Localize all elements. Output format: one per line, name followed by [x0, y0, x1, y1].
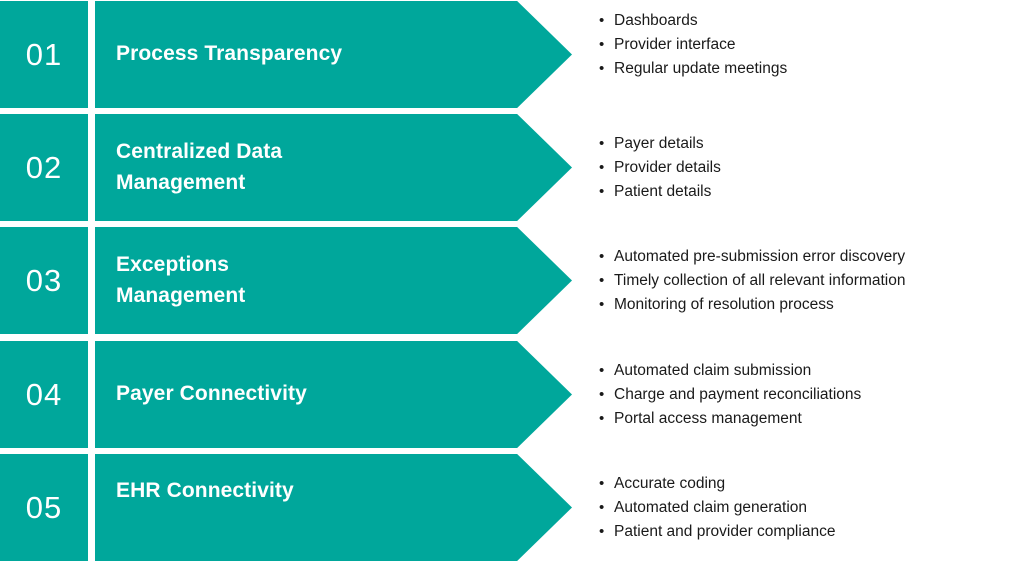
step-detail-bullet-item: Patient details [599, 180, 1012, 204]
step-detail-bullet-item: Patient and provider compliance [599, 520, 1012, 544]
process-step-row[interactable]: 01 Process Transparency DashboardsProvider… [0, 1, 1024, 108]
step-title-label: EHR Connectivity [95, 454, 294, 506]
step-detail-bullet-item: Automated claim generation [599, 496, 1012, 520]
step-title-line: Payer Connectivity [116, 382, 307, 406]
step-number-block: 05 [0, 454, 88, 561]
step-detail-bullet-item: Automated claim submission [599, 359, 1012, 383]
step-detail-bullet-item: Automated pre-submission error discovery [599, 245, 1012, 269]
step-detail-bullet-list: Automated claim submissionCharge and pay… [592, 359, 1012, 431]
step-detail-list: Automated pre-submission error discovery… [592, 227, 1012, 334]
step-detail-list: DashboardsProvider interfaceRegular upda… [592, 1, 1012, 116]
step-number-label: 03 [25, 263, 63, 298]
step-detail-bullet-item: Portal access management [599, 407, 1012, 431]
step-number-label: 05 [25, 490, 63, 525]
step-detail-bullet-item: Dashboards [599, 9, 1012, 33]
step-title-chevron[interactable]: Process Transparency [95, 1, 572, 108]
step-detail-bullet-item: Charge and payment reconciliations [599, 383, 1012, 407]
step-detail-list: Payer detailsProvider detailsPatient det… [592, 114, 1012, 221]
step-title-line: Centralized Data [116, 140, 283, 164]
step-detail-bullet-item: Regular update meetings [599, 57, 1012, 81]
step-title-line: Management [116, 283, 246, 307]
step-title-chevron[interactable]: Payer Connectivity [95, 341, 572, 448]
step-title-chevron[interactable]: EHR Connectivity [95, 454, 572, 561]
step-detail-bullet-item: Timely collection of all relevant inform… [599, 269, 1012, 293]
step-title-label: Process Transparency [95, 39, 342, 69]
step-title-line: Management [116, 170, 246, 194]
step-detail-bullet-item: Provider interface [599, 33, 1012, 57]
step-number-label: 01 [25, 37, 63, 72]
step-number-label: 04 [25, 377, 63, 412]
step-number-label: 02 [25, 150, 63, 185]
step-detail-list: Automated claim submissionCharge and pay… [592, 341, 1012, 448]
step-detail-bullet-list: Payer detailsProvider detailsPatient det… [592, 132, 1012, 204]
step-detail-bullet-list: DashboardsProvider interfaceRegular upda… [592, 9, 1012, 81]
step-number-block: 01 [0, 1, 88, 108]
step-number-block: 02 [0, 114, 88, 221]
step-detail-bullet-list: Automated pre-submission error discovery… [592, 245, 1012, 317]
step-detail-bullet-item: Payer details [599, 132, 1012, 156]
step-number-block: 03 [0, 227, 88, 334]
step-number-block: 04 [0, 341, 88, 448]
step-detail-bullet-item: Monitoring of resolution process [599, 293, 1012, 317]
process-step-row[interactable]: 04 Payer Connectivity Automated claim subm… [0, 341, 1024, 448]
process-step-row[interactable]: 05 EHR Connectivity Accurate codingAutomat… [0, 454, 1024, 561]
step-detail-bullet-list: Accurate codingAutomated claim generatio… [592, 472, 1012, 544]
step-detail-bullet-item: Provider details [599, 156, 1012, 180]
step-title-label: Payer Connectivity [95, 379, 307, 409]
step-title-line: Process Transparency [116, 42, 343, 66]
step-title-line: EHR Connectivity [116, 479, 294, 502]
step-detail-bullet-item: Accurate coding [599, 472, 1012, 496]
step-detail-list: Accurate codingAutomated claim generatio… [592, 454, 1012, 561]
step-title-line: Exceptions [116, 253, 230, 277]
